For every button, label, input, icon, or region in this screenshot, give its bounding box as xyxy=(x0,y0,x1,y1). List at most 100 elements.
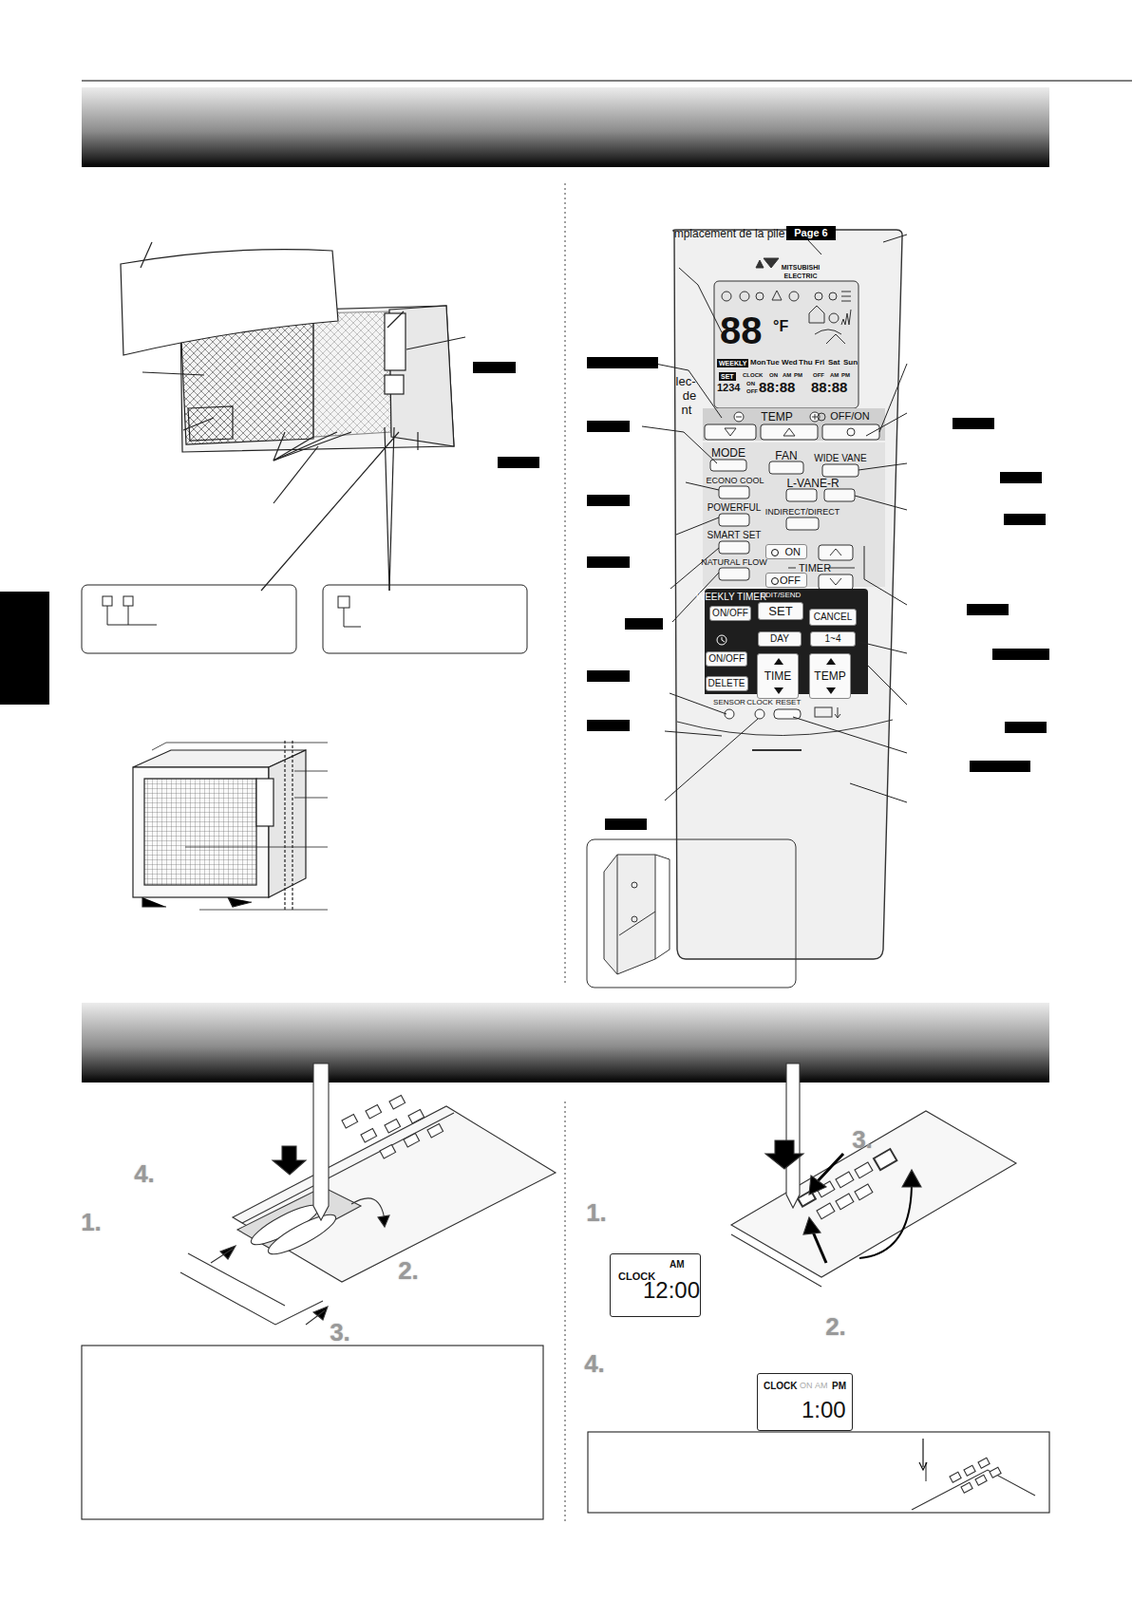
text: Wed xyxy=(781,358,798,367)
part-label: SMART SET xyxy=(707,530,762,541)
part-label: CLOCK xyxy=(746,698,774,707)
text: AM xyxy=(782,372,792,378)
text: 88:88 xyxy=(758,379,795,395)
remote-leader-lines xyxy=(679,267,722,333)
outdoor-unit xyxy=(142,897,252,907)
remote-leader-lines xyxy=(664,731,722,736)
indoor-unit xyxy=(183,417,214,431)
clock-illustration xyxy=(989,1467,1001,1478)
text: ON xyxy=(785,547,802,558)
remote-control xyxy=(786,489,817,502)
remote-control xyxy=(828,567,855,569)
page-reference-boxes xyxy=(624,618,663,630)
remote-control xyxy=(822,424,880,440)
remote-leader-lines xyxy=(883,234,907,243)
remote-holder xyxy=(631,916,638,923)
remote-leader-lines xyxy=(670,547,719,589)
battery-illustration xyxy=(81,1063,556,1520)
clock-illustration xyxy=(835,1193,854,1210)
page-frame xyxy=(0,80,1132,1522)
clock-illustration xyxy=(911,1462,1036,1510)
clock-illustration xyxy=(587,1063,1050,1513)
battery-illustration xyxy=(232,1106,556,1283)
remote-control xyxy=(710,459,747,472)
remote-control xyxy=(817,413,826,421)
remote-button: DELETE xyxy=(705,676,749,692)
remote-holder xyxy=(586,839,796,988)
remote-leader-lines xyxy=(867,664,907,705)
indoor-unit xyxy=(406,337,466,350)
outdoor-unit xyxy=(144,778,257,886)
remote-control xyxy=(718,513,750,527)
page-frame xyxy=(81,87,1050,168)
page-reference-boxes xyxy=(992,648,1050,661)
remote-control xyxy=(811,414,818,420)
remote-control xyxy=(755,292,764,301)
battery-illustration xyxy=(210,1245,236,1264)
battery-illustration xyxy=(264,1207,340,1261)
indoor-unit xyxy=(384,427,390,591)
outdoor-unit xyxy=(256,778,274,827)
remote-leader-lines xyxy=(849,783,907,803)
page-reference-boxes xyxy=(586,670,630,682)
remote-holder xyxy=(603,854,656,975)
indoor-unit xyxy=(261,432,399,591)
clock-illustration xyxy=(811,1229,827,1264)
remote-holder xyxy=(655,854,670,960)
battery-illustration xyxy=(408,1109,425,1124)
part-label: mplacement de la pile xyxy=(674,227,786,240)
clock-illustration xyxy=(854,1162,873,1179)
clock-illustration xyxy=(961,1482,973,1493)
part-label: 1. xyxy=(585,1200,607,1226)
remote-control xyxy=(724,428,736,436)
part-label: WIDE VANE xyxy=(813,453,867,464)
remote-control xyxy=(829,292,837,301)
text: OFF xyxy=(812,372,825,378)
remote-control xyxy=(814,707,832,717)
indoor-unit xyxy=(273,432,352,461)
callout-boxes xyxy=(343,607,361,627)
remote-leader-lines xyxy=(641,234,907,803)
clock-illustration xyxy=(731,1234,822,1287)
text: CLOCK xyxy=(763,1381,798,1392)
indoor-unit xyxy=(188,406,233,441)
indoor-unit xyxy=(140,242,152,268)
page-reference-boxes xyxy=(586,494,630,507)
outdoor-unit xyxy=(284,740,293,910)
remote-button: CANCEL xyxy=(809,608,857,626)
battery-illustration xyxy=(403,1132,420,1148)
text: ON xyxy=(746,380,755,387)
text: 88 xyxy=(719,311,763,350)
remote-control xyxy=(735,416,742,418)
part-label: TIMER xyxy=(798,563,831,574)
clock-display: CLOCKAM12:00 xyxy=(609,1253,701,1318)
timer-button: OFF xyxy=(765,572,808,588)
text: ON xyxy=(799,1381,813,1391)
remote-leader-lines xyxy=(879,363,907,433)
part-label: de xyxy=(682,389,697,402)
arrow-mark xyxy=(826,687,836,695)
remote-leader-lines xyxy=(859,641,907,654)
indoor-unit xyxy=(120,249,339,356)
remote-control xyxy=(847,428,855,436)
callout-boxes xyxy=(81,584,297,654)
clock-illustration xyxy=(854,1184,873,1201)
outdoor-unit xyxy=(268,750,306,898)
clock-illustration xyxy=(765,1140,804,1170)
clock-display: CLOCKONAMPM1:00 xyxy=(756,1373,853,1432)
text: PM xyxy=(831,1381,847,1392)
remote-control xyxy=(773,709,801,719)
clock-illustration xyxy=(816,1203,835,1220)
remote-leader-lines xyxy=(866,413,907,436)
part-label: INDIRECT/DIRECT xyxy=(765,508,841,517)
battery-illustration xyxy=(389,1094,406,1110)
part-label: RESET xyxy=(775,698,802,707)
remote-control xyxy=(721,637,725,642)
battery-illustration xyxy=(379,1144,397,1159)
remote-control xyxy=(718,567,750,581)
clock-illustration xyxy=(587,1432,1050,1513)
text: OFF xyxy=(779,575,801,586)
callout-boxes xyxy=(123,596,133,606)
remote-control xyxy=(704,588,868,707)
